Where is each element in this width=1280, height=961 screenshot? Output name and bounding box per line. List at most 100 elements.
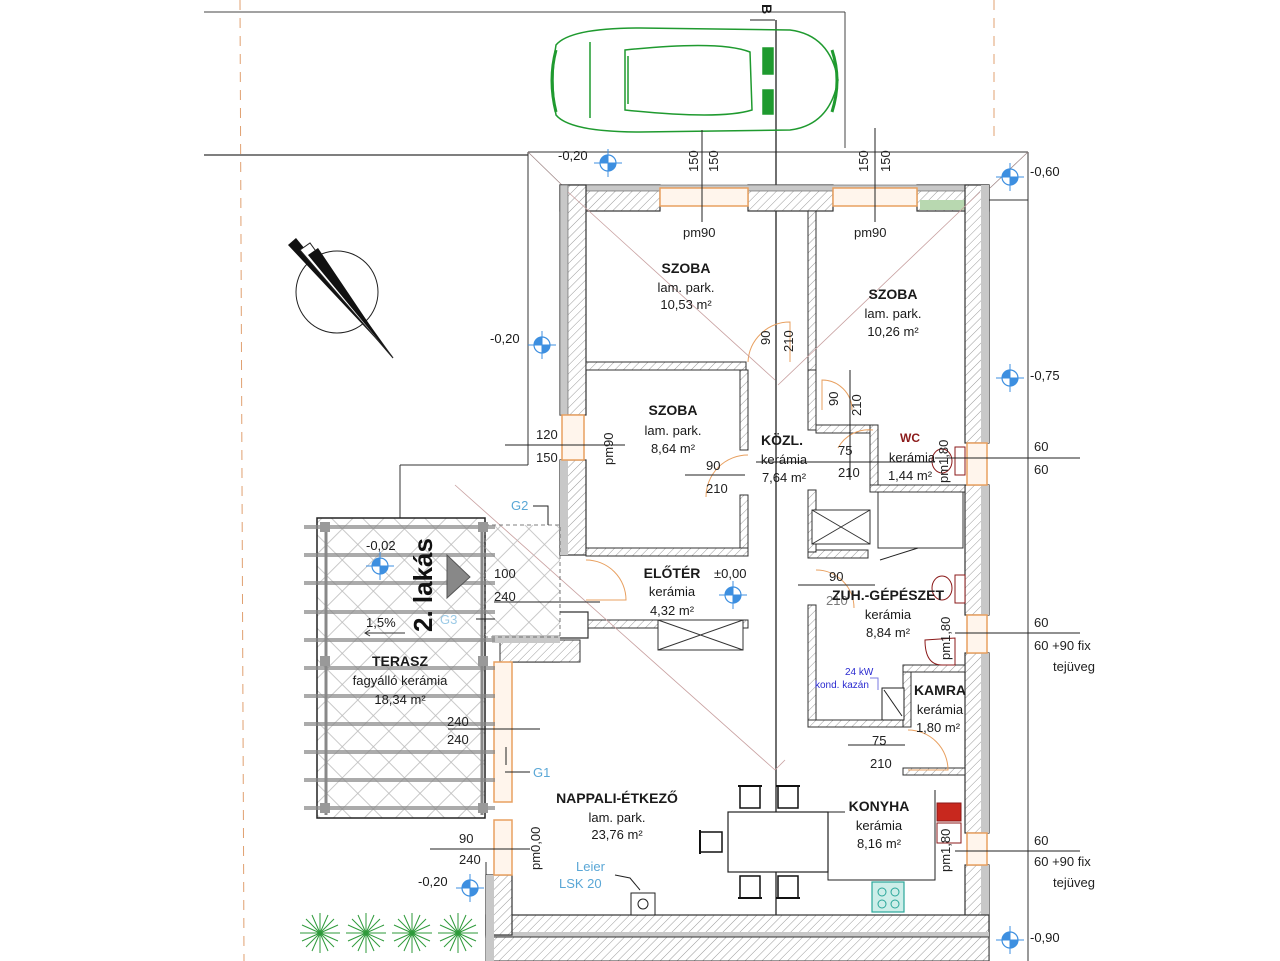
level-marker-icon (455, 873, 485, 903)
room-area: 10,53 m² (660, 297, 712, 312)
sink-icon (924, 637, 956, 666)
dim-text: 210 (826, 593, 848, 608)
dim-text: 60 +90 fix (1034, 854, 1091, 869)
room-floor: lam. park. (588, 810, 645, 825)
dim-text: pm1,80 (938, 829, 953, 872)
room-area: 8,64 m² (651, 441, 696, 456)
dim-text: 60 (1034, 462, 1048, 477)
room-floor: lam. park. (657, 280, 714, 295)
level-value: -0,20 (490, 331, 520, 346)
level-marker-icon (527, 330, 557, 360)
north-arrow-icon (288, 238, 394, 359)
dim-text: 120 (536, 427, 558, 442)
room-area: 7,64 m² (762, 470, 807, 485)
dim-text: 210 (849, 394, 864, 416)
dim-text: 210 (781, 330, 796, 352)
boiler-icon (870, 677, 905, 721)
dim-text: tejüveg (1053, 659, 1095, 674)
room-area: 1,44 m² (888, 468, 933, 483)
boiler-power: 24 kW (845, 667, 874, 678)
room-name: SZOBA (869, 286, 918, 302)
dim-text: 90 (829, 569, 843, 584)
room-wc: WC kerámia 1,44 m² (888, 431, 936, 483)
level-value: -0,02 (366, 538, 396, 553)
radiator-icon (936, 802, 962, 844)
dim-text: 90 (826, 392, 841, 406)
fireplace-icon (614, 874, 656, 916)
chair-icon (737, 875, 763, 899)
dim-text: pm0,00 (528, 827, 543, 870)
windows (493, 187, 988, 876)
dim-text: pm90 (683, 225, 716, 240)
room-name: NAPPALI-ÉTKEZŐ (556, 789, 678, 806)
level-marker-icon (995, 363, 1025, 393)
room-name: WC (900, 431, 920, 445)
dim-text: 150 (686, 150, 701, 172)
room-floor: lam. park. (644, 423, 701, 438)
level-marker-icon (718, 580, 748, 610)
room-name: SZOBA (662, 260, 711, 276)
dim-text: 60 +90 fix (1034, 638, 1091, 653)
room-area: 23,76 m² (591, 827, 643, 842)
tags: G2 G3 G1 1,5% Leier LSK 20 24 kW kond. k… (366, 498, 874, 891)
terrace (304, 517, 561, 819)
dim-text: pm1,80 (938, 617, 953, 660)
room-szoba-1: SZOBA lam. park. 10,53 m² (657, 260, 714, 312)
dim-text: 240 (447, 714, 469, 729)
toilet-icon (931, 574, 966, 604)
shrub-icon (437, 912, 479, 954)
chair-icon (775, 785, 801, 809)
dim-text: 90 (758, 331, 773, 345)
room-floor: kerámia (865, 607, 912, 622)
room-name: ZUH.-GÉPÉSZET (832, 587, 944, 603)
dim-text: 75 (838, 443, 852, 458)
dim-text: 150 (856, 150, 871, 172)
dimension-texts: 150 150 150 150 pm90 pm90 pm90 pm0,00 pm… (447, 150, 1095, 890)
level-value: -0,60 (1030, 164, 1060, 179)
shower-tray (877, 491, 964, 561)
room-szoba-2: SZOBA lam. park. 10,26 m² (864, 286, 921, 339)
shrub-icon (345, 912, 387, 954)
fireplace-model: LSK 20 (559, 876, 602, 891)
chair-icon (737, 785, 763, 809)
level-value: -0,20 (558, 148, 588, 163)
level-value: ±0,00 (714, 566, 746, 581)
dim-text: pm90 (854, 225, 887, 240)
car-icon (550, 27, 839, 133)
tag-g2: G2 (511, 498, 528, 513)
room-name: SZOBA (649, 402, 698, 418)
door-swings (585, 321, 949, 771)
room-name: KÖZL. (761, 432, 803, 448)
room-area: 18,34 m² (374, 692, 426, 707)
level-values: -0,20 -0,20 -0,02 ±0,00 -0,20 -0,60 -0,7… (366, 148, 1060, 945)
room-eloter: ELŐTÉR kerámia 4,32 m² (644, 564, 701, 618)
slope-label: 1,5% (366, 615, 396, 630)
dimension-lines (430, 128, 1080, 852)
tag-g3: G3 (440, 612, 457, 627)
level-value: -0,20 (418, 874, 448, 889)
dim-text: 150 (706, 150, 721, 172)
room-floor: fagyálló kerámia (353, 673, 448, 688)
dim-text: 210 (838, 465, 860, 480)
room-konyha: KONYHA kerámia 8,16 m² (849, 798, 910, 851)
room-name: KAMRA (914, 682, 966, 698)
dim-text: 90 (459, 831, 473, 846)
shaft-icon (811, 509, 871, 545)
shaft-icon (657, 619, 744, 651)
room-floor: kerámia (761, 452, 808, 467)
room-nappali-etkezo: NAPPALI-ÉTKEZŐ lam. park. 23,76 m² (556, 789, 678, 842)
room-floor: lam. park. (864, 306, 921, 321)
tag-g1: G1 (533, 765, 550, 780)
level-value: -0,90 (1030, 930, 1060, 945)
dim-text: 100 (494, 566, 516, 581)
dining-table (727, 790, 936, 881)
room-floor: kerámia (917, 702, 964, 717)
dim-text: 150 (536, 450, 558, 465)
dim-text: 240 (447, 732, 469, 747)
dim-text: 240 (494, 589, 516, 604)
room-area: 8,16 m² (857, 836, 902, 851)
dim-text: pm90 (601, 432, 616, 465)
level-value: -0,75 (1030, 368, 1060, 383)
room-floor: kerámia (649, 584, 696, 599)
